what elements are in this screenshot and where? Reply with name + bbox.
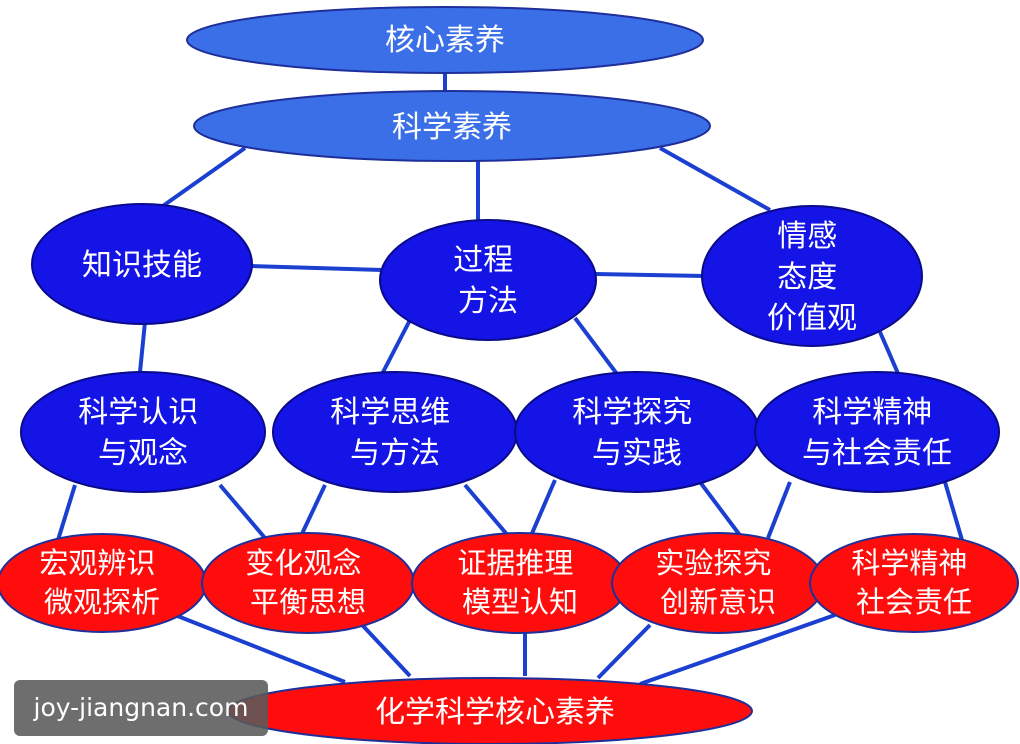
node-emotion-attitude-values: 情感 态度 价值观: [701, 205, 923, 347]
node-experiment-innovation-line-1: 实验探究: [655, 546, 771, 580]
connector-spirit-social: [943, 481, 964, 541]
node-science-literacy-line-1: 科学素养: [392, 110, 512, 145]
node-knowledge-skills-shape: [31, 203, 253, 325]
node-core-literacy-shape: [186, 6, 704, 74]
node-science-literacy: 科学素养: [193, 90, 711, 162]
node-change-equilibrium-line-2: 平衡思想: [250, 585, 366, 619]
node-chem-core-literacy-line-1: 化学科学核心素养: [375, 695, 615, 730]
node-sci-cognition-line-1: 科学认识: [78, 395, 198, 430]
connector-process-thinking: [378, 319, 412, 379]
node-sci-inquiry-shape: [514, 371, 760, 493]
watermark-badge: joy-jiangnan.com: [14, 680, 268, 736]
node-core-literacy-line-1: 核心素养: [385, 23, 505, 58]
svg-text:科学精神 与社会责任: 科学精神 与社会责任: [802, 395, 952, 471]
connector-cognition-macro: [56, 484, 77, 541]
svg-text:科学素养: 科学素养: [392, 110, 512, 145]
node-sci-spirit-responsibility-line-2: 与社会责任: [802, 436, 952, 471]
node-macro-micro: 宏观辨识 微观探析: [0, 533, 207, 633]
node-sci-inquiry-line-1: 科学探究: [572, 395, 692, 430]
connector-thinking-evidence: [463, 483, 512, 540]
connector-thinking-change: [298, 484, 327, 539]
svg-text:科学探究 与实践: 科学探究 与实践: [572, 395, 702, 471]
svg-text:证据推理 模型认知: 证据推理 模型认知: [457, 546, 582, 619]
svg-text:宏观辨识 微观探析: 宏观辨识 微观探析: [39, 546, 164, 619]
node-sci-cognition-line-2: 与观念: [98, 436, 188, 471]
node-spirit-social-line-1: 科学精神: [851, 546, 967, 580]
connector-cognition-change: [218, 483, 267, 540]
node-knowledge-skills: 知识技能: [31, 203, 253, 325]
connectors: [56, 68, 964, 686]
connector-process-inquiry: [573, 316, 622, 380]
node-experiment-innovation-line-2: 创新意识: [660, 585, 776, 619]
connector-knowledge-cognition: [138, 321, 147, 373]
node-experiment-innovation: 实验探究 创新意识: [611, 532, 825, 634]
connector-science-emotion: [659, 146, 771, 212]
svg-text:科学精神 社会责任: 科学精神 社会责任: [851, 546, 976, 619]
connector-macro-chem: [174, 613, 346, 684]
connector-knowledge-process: [249, 264, 383, 272]
node-change-equilibrium-line-1: 变化观念: [245, 546, 361, 580]
connector-experiment-chem: [596, 623, 652, 680]
node-emotion-attitude-values-shape: [701, 205, 923, 347]
node-evidence-model-line-1: 证据推理: [457, 546, 573, 580]
connector-inquiry-experiment: [698, 480, 744, 540]
svg-text:核心素养: 核心素养: [385, 23, 505, 58]
svg-text:知识技能: 知识技能: [82, 248, 202, 283]
node-process-methods: 过程 方法: [379, 219, 597, 341]
node-sci-thinking: 科学思维 与方法: [272, 371, 518, 493]
node-sci-thinking-shape: [272, 371, 518, 493]
node-sci-thinking-line-1: 科学思维: [330, 395, 450, 430]
node-sci-spirit-responsibility-shape: [754, 371, 1000, 493]
node-spirit-social: 科学精神 社会责任: [809, 533, 1019, 633]
svg-text:实验探究 创新意识: 实验探究 创新意识: [655, 546, 780, 619]
node-emotion-attitude-values-line-2: 态度: [777, 260, 837, 295]
node-emotion-attitude-values-line-3: 价值观: [767, 301, 857, 336]
node-process-methods-shape: [379, 219, 597, 341]
svg-text:化学科学核心素养: 化学科学核心素养: [375, 695, 615, 730]
node-sci-inquiry-line-2: 与实践: [592, 436, 682, 471]
node-knowledge-skills-line-1: 知识技能: [82, 248, 202, 283]
node-chem-core-literacy: 化学科学核心素养: [227, 677, 753, 744]
svg-text:科学认识 与观念: 科学认识 与观念: [78, 395, 208, 471]
node-process-methods-line-1: 过程: [453, 243, 513, 278]
connector-science-knowledge: [158, 146, 247, 210]
svg-text:科学思维 与方法: 科学思维 与方法: [330, 395, 460, 471]
svg-text:过程 方法: 过程 方法: [453, 243, 523, 319]
connector-emotion-spirit: [878, 331, 902, 379]
node-sci-cognition-shape: [20, 371, 266, 493]
svg-text:情感 态度 价值观: 情感 态度 价值观: [767, 219, 857, 336]
node-sci-thinking-line-2: 与方法: [350, 436, 440, 471]
node-spirit-social-shape: [809, 533, 1019, 633]
node-macro-micro-line-1: 宏观辨识: [39, 546, 155, 580]
connector-inquiry-evidence: [528, 479, 557, 539]
connector-social-chem: [639, 613, 836, 686]
node-evidence-model-line-2: 模型认知: [462, 585, 578, 619]
node-evidence-model: 证据推理 模型认知: [411, 532, 629, 634]
node-core-literacy: 核心素养: [186, 6, 704, 74]
node-science-literacy-shape: [193, 90, 711, 162]
node-sci-spirit-responsibility: 科学精神 与社会责任: [754, 371, 1000, 493]
svg-text:变化观念 平衡思想: 变化观念 平衡思想: [245, 546, 370, 619]
node-sci-cognition: 科学认识 与观念: [20, 371, 266, 493]
connector-spirit-experiment: [766, 481, 792, 539]
node-spirit-social-line-2: 社会责任: [856, 585, 972, 619]
connector-process-emotion: [594, 272, 706, 278]
node-emotion-attitude-values-line-1: 情感: [777, 219, 837, 254]
node-macro-micro-line-2: 微观探析: [44, 585, 160, 619]
watermark-text: joy-jiangnan.com: [33, 693, 249, 722]
node-process-methods-line-2: 方法: [458, 284, 518, 319]
node-sci-spirit-responsibility-line-1: 科学精神: [812, 395, 932, 430]
node-sci-inquiry: 科学探究 与实践: [514, 371, 760, 493]
node-change-equilibrium: 变化观念 平衡思想: [201, 532, 415, 634]
